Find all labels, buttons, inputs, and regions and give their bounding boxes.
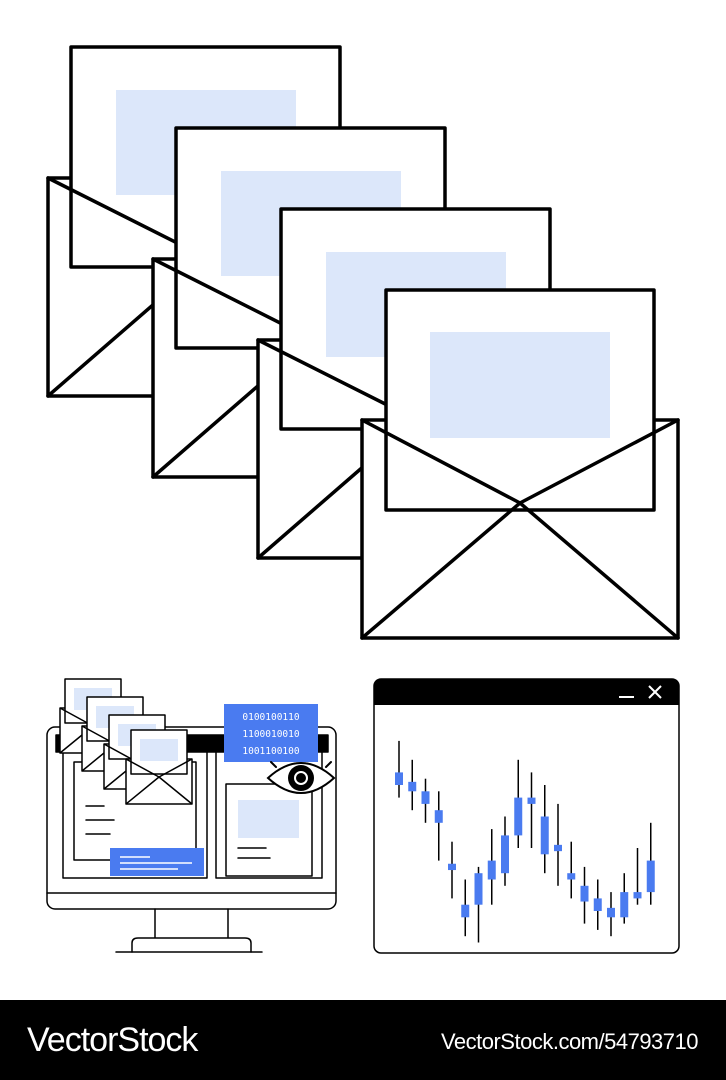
binary-line-2: 1100010010 [242,729,299,740]
candle-body [554,844,562,852]
binary-line-3: 1001100100 [242,746,299,757]
candle [434,791,443,861]
candle-body [633,892,642,899]
close-icon[interactable] [648,685,662,699]
candle [408,759,417,811]
candle-body [593,898,602,911]
candle-body [461,904,470,918]
eye-icon [266,761,336,794]
candle-body [395,772,403,785]
binary-code-box: 0100100110 1100010010 1001100100 [224,704,318,762]
small-envelope-4 [125,729,193,805]
candle [448,841,456,899]
candle-body [408,781,417,792]
candle [567,841,576,899]
illustration: 0100100110 1100010010 1001100100 [46,45,680,954]
stock-id-text: VectorStock.com/54793710 [440,1029,699,1054]
candle [607,892,615,937]
candle [421,778,430,823]
candle-body [620,892,629,918]
candle [646,822,655,905]
candle-body [487,860,496,880]
candle [580,866,589,924]
candle [461,879,470,937]
candle [633,848,642,905]
footer-bar: VectorStock VectorStock.com/54793710 [0,1000,726,1080]
candle-body [474,873,483,905]
candle [620,873,629,924]
candle [593,879,602,930]
binary-line-1: 0100100110 [242,712,299,723]
candle-body [580,885,589,902]
candle [395,740,403,798]
candle [554,803,562,886]
candle-body [540,816,549,855]
candle-body [448,863,456,871]
candle [474,866,483,943]
brand-logo-text[interactable]: VectorStock [27,1021,198,1059]
candle-body [434,810,443,823]
candle-body [421,791,430,804]
candle-body [646,860,655,893]
candlestick-chart [395,740,655,943]
blue-message-box [110,848,204,876]
candle [501,816,509,886]
candle-body [501,835,509,874]
candle [487,829,496,905]
candle-body [514,797,523,836]
candle [514,759,523,848]
candle [540,785,549,874]
chart-window [373,678,680,954]
envelope-4 [360,288,680,640]
candle [527,772,536,848]
candle-body [607,907,615,918]
candle-body [567,873,576,880]
candle-body [527,797,536,804]
